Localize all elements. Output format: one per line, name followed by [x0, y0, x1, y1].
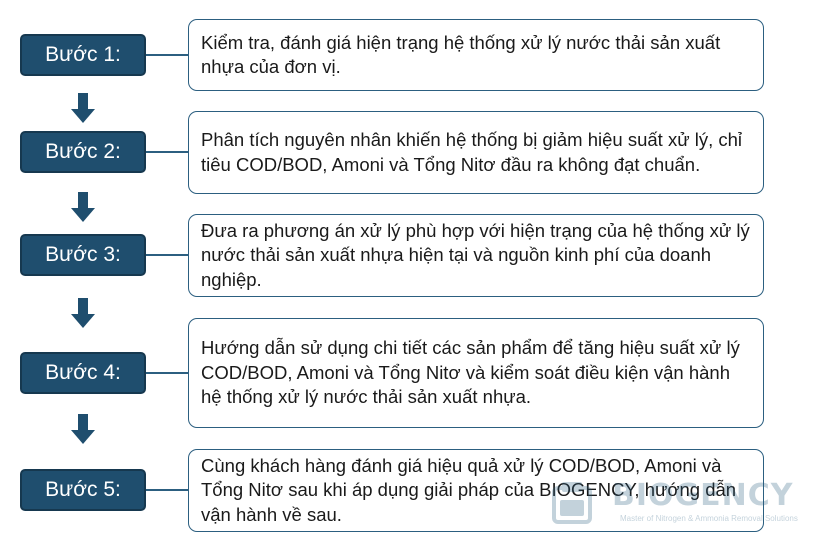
down-arrow-icon — [71, 93, 95, 123]
step-1-connector — [146, 54, 188, 56]
step-3-connector — [146, 254, 188, 256]
step-3-description: Đưa ra phương án xử lý phù hợp với hiện … — [201, 219, 750, 290]
step-4-description-box: Hướng dẫn sử dụng chi tiết các sản phẩm … — [188, 318, 764, 428]
step-3-label: Bước 3: — [20, 234, 146, 276]
step-1-label: Bước 1: — [20, 34, 146, 76]
step-5-connector — [146, 489, 188, 491]
step-2-description-box: Phân tích nguyên nhân khiến hệ thống bị … — [188, 111, 764, 194]
step-1-description-box: Kiểm tra, đánh giá hiện trạng hệ thống x… — [188, 19, 764, 91]
step-2-connector — [146, 151, 188, 153]
down-arrow-icon — [71, 192, 95, 222]
step-5-label: Bước 5: — [20, 469, 146, 511]
step-5-description-box: Cùng khách hàng đánh giá hiệu quả xử lý … — [188, 449, 764, 532]
step-5-description: Cùng khách hàng đánh giá hiệu quả xử lý … — [201, 454, 737, 525]
down-arrow-icon — [71, 414, 95, 444]
step-2-description: Phân tích nguyên nhân khiến hệ thống bị … — [201, 129, 743, 175]
step-4-description: Hướng dẫn sử dụng chi tiết các sản phẩm … — [201, 337, 740, 408]
step-4-label: Bước 4: — [20, 352, 146, 394]
down-arrow-icon — [71, 298, 95, 328]
step-1-description: Kiểm tra, đánh giá hiện trạng hệ thống x… — [201, 31, 721, 78]
step-3-description-box: Đưa ra phương án xử lý phù hợp với hiện … — [188, 214, 764, 297]
step-2-label: Bước 2: — [20, 131, 146, 173]
step-4-connector — [146, 372, 188, 374]
